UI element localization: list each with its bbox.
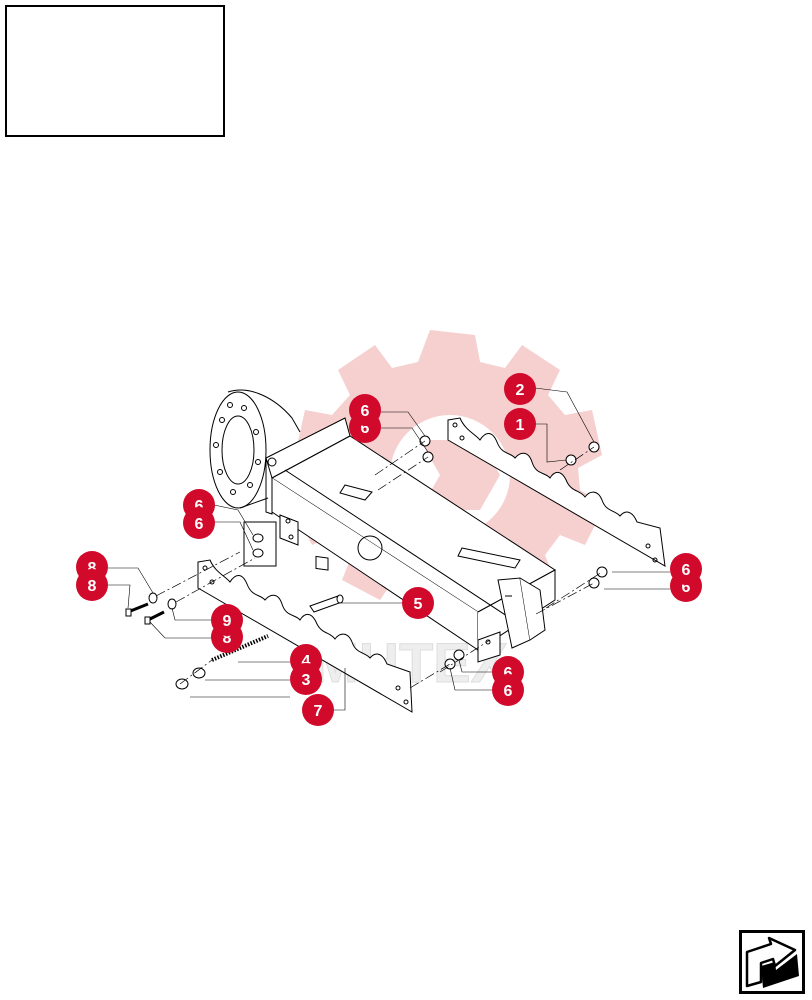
svg-text:6: 6 [682,579,691,596]
next-page-button[interactable] [739,930,805,994]
callouts: 2 1 6 6 6 6 6 6 6 6 8 8 8 9 5 4 7 3 6 6 [76,373,702,726]
turntable-flange [209,389,301,509]
svg-text:8: 8 [88,578,97,595]
svg-text:6: 6 [682,562,691,579]
callout-6: 6 [492,674,524,706]
next-page-arrow-icon [739,930,805,994]
svg-text:3: 3 [302,672,311,689]
svg-text:6: 6 [195,516,204,533]
svg-text:6: 6 [504,683,513,700]
svg-text:8: 8 [88,560,97,577]
callout-9: 9 [211,604,243,636]
svg-text:6: 6 [195,498,204,515]
callout-3: 3 [290,663,322,695]
callout-8: 8 [76,569,108,601]
svg-text:6: 6 [361,420,370,437]
assembly-line-art [108,387,670,713]
header-title-box [5,5,225,137]
callout-6: 6 [670,553,702,585]
svg-text:7: 7 [314,703,323,720]
svg-text:6: 6 [504,665,513,682]
callout-5: 5 [402,587,434,619]
callout-7: 7 [302,694,334,726]
svg-text:5: 5 [414,596,423,613]
rear-track-guard [447,417,666,567]
callout-1: 1 [504,408,536,440]
callout-6: 6 [183,507,215,539]
svg-text:8: 8 [223,630,232,647]
callout-6: 6 [349,394,381,426]
svg-text:1: 1 [516,417,525,434]
svg-text:2: 2 [516,382,525,399]
svg-text:9: 9 [223,613,232,630]
callout-2: 2 [504,373,536,405]
svg-text:6: 6 [361,403,370,420]
svg-text:4: 4 [302,653,311,670]
